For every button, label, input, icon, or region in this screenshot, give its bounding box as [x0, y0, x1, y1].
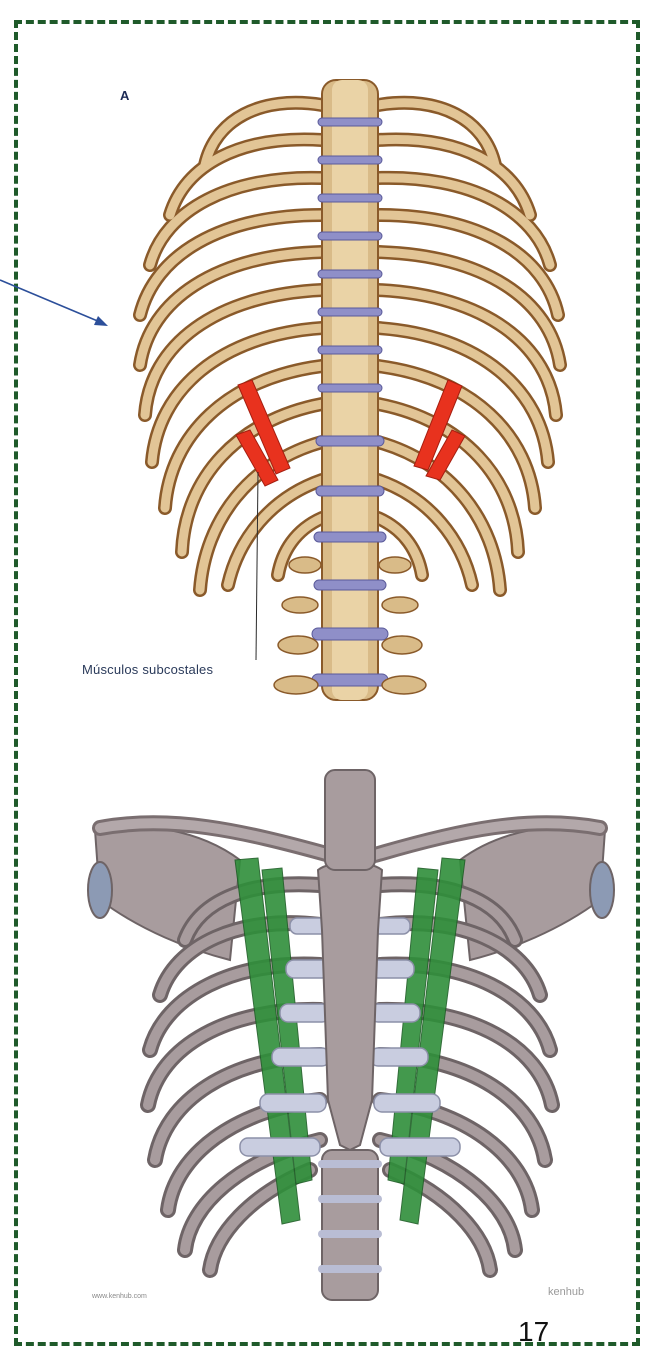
watermark-url: www.kenhub.com	[92, 1293, 147, 1300]
muscle-label-leader	[255, 471, 259, 661]
page-number: 17	[518, 1316, 550, 1347]
subcostal-muscles-label: Músculos subcostales	[82, 662, 214, 677]
subcostal-muscles	[235, 379, 466, 487]
clavicles-fill	[95, 818, 605, 860]
dashed-frame	[14, 20, 640, 1346]
intervertebral-discs	[311, 117, 389, 687]
right-ribs-fill	[373, 98, 565, 595]
pointer-arrow	[0, 279, 108, 326]
left-ribs-fill	[135, 98, 327, 595]
thoracic-spine	[318, 769, 382, 1301]
scapulae	[87, 825, 615, 962]
sternum	[316, 861, 384, 1152]
panel-label: A	[120, 88, 130, 103]
kenhub-logo: kenhub	[548, 1286, 585, 1298]
transverse-processes	[273, 556, 427, 695]
transversus-thoracis-muscles	[234, 857, 466, 1225]
